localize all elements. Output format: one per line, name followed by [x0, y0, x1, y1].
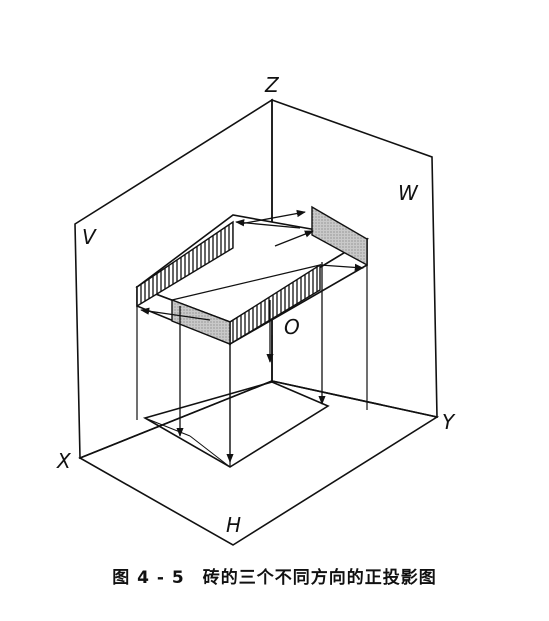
plane-label-w: W — [398, 181, 419, 205]
v-projection — [136, 220, 321, 346]
projection-arrows — [140, 209, 364, 463]
axis-label-z: Z — [264, 73, 280, 97]
figure-caption-text: 砖的三个不同方向的正投影图 — [202, 568, 437, 588]
h-plane — [78, 380, 440, 546]
plane-label-h: H — [226, 513, 241, 537]
figure-caption: 图 4 - 5 砖的三个不同方向的正投影图 — [0, 563, 549, 588]
axis-label-y: Y — [442, 410, 456, 434]
figure-number: 图 4 - 5 — [112, 568, 185, 588]
axis-label-x: X — [56, 449, 72, 473]
plane-label-v: V — [82, 225, 97, 249]
origin-label-o: O — [284, 315, 300, 339]
